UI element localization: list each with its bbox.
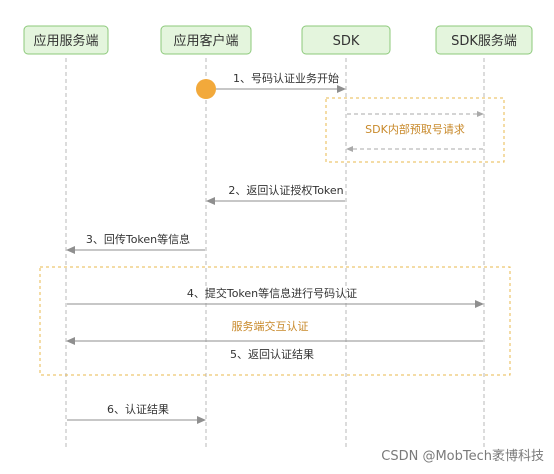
sdk-internal-group: [325, 97, 505, 163]
message-label-5: 5、返回认证结果: [230, 348, 314, 361]
participant-sdk-server: SDK服务端: [435, 25, 533, 55]
watermark: CSDN @MobTech袤博科技: [381, 448, 544, 464]
server-auth-label: 服务端交互认证: [232, 319, 309, 333]
participant-label: 应用客户端: [173, 33, 238, 49]
message-label-1: 1、号码认证业务开始: [233, 71, 339, 85]
participant-label: SDK: [333, 34, 360, 49]
message-label-4: 4、提交Token等信息进行号码认证: [187, 286, 357, 300]
server-auth-group: [39, 266, 511, 376]
participant-label: SDK服务端: [451, 33, 517, 49]
message-label-3: 3、回传Token等信息: [86, 232, 190, 246]
participant-app-server: 应用服务端: [23, 25, 109, 55]
participant-label: 应用服务端: [33, 33, 98, 49]
prefetch-request-label: SDK内部预取号请求: [365, 122, 465, 136]
participant-sdk: SDK: [301, 25, 391, 55]
message-label-6: 6、认证结果: [107, 403, 169, 416]
start-dot: [196, 79, 216, 99]
participant-app-client: 应用客户端: [160, 25, 252, 55]
message-label-2: 2、返回认证授权Token: [228, 183, 343, 197]
